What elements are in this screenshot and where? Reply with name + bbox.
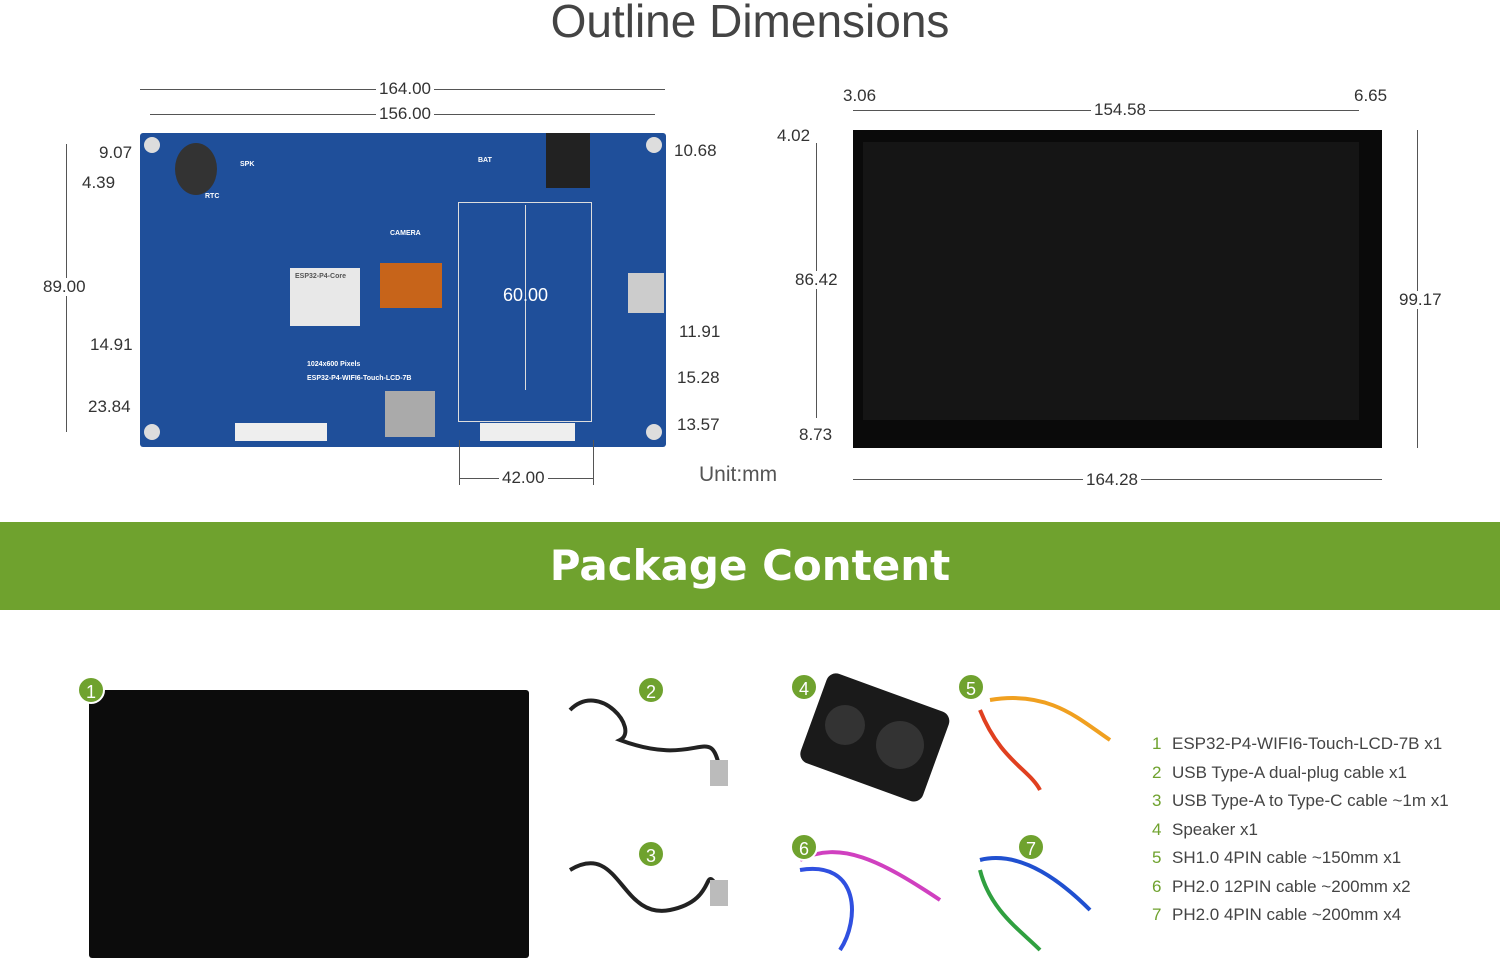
item-badge: 6 — [790, 833, 818, 861]
item-badge: 7 — [1017, 833, 1045, 861]
dim-area-w: 42.00 — [499, 469, 548, 487]
mount-hole — [646, 137, 662, 153]
dim-d2: 4.39 — [79, 174, 119, 192]
dim-d8: 13.57 — [674, 416, 723, 434]
dim-screen-left: 3.06 — [840, 87, 880, 105]
dim-d3: 14.91 — [87, 336, 136, 354]
dim-screen-total-h: 99.17 — [1396, 291, 1445, 309]
active-area — [863, 142, 1359, 420]
connector — [235, 423, 327, 441]
dimension-box — [458, 202, 592, 422]
dim-d6: 11.91 — [676, 323, 724, 341]
module-image — [290, 268, 360, 326]
dim-d4: 23.84 — [85, 398, 134, 416]
section-title: Outline Dimensions — [550, 0, 950, 47]
rtc-battery-holder — [175, 143, 217, 195]
dim-d7: 15.28 — [674, 369, 723, 387]
screen-front-image — [853, 130, 1382, 448]
dim-screen-total-w: 164.28 — [1083, 471, 1141, 489]
silk-bat: BAT — [478, 157, 492, 164]
dim-width-holes: 156.00 — [376, 105, 434, 123]
item-badge: 3 — [637, 840, 665, 868]
cables-image — [568, 673, 1112, 952]
board-image: ESP32-P4-Core 1024x600 Pixels ESP32-P4-W… — [140, 133, 666, 447]
dim-screen-bottom: 8.73 — [796, 426, 836, 444]
item-badge: 5 — [957, 673, 985, 701]
dim-screen-top-width: 154.58 — [1091, 101, 1149, 119]
silk-pixels: 1024x600 Pixels — [307, 361, 361, 368]
dim-screen-active-h: 86.42 — [792, 271, 841, 289]
dim-height: 89.00 — [40, 278, 89, 296]
sd-slot — [385, 391, 435, 437]
mount-hole — [144, 424, 160, 440]
dim-width-outer: 164.00 — [376, 80, 434, 98]
item-badge: 1 — [77, 676, 105, 704]
dim-d5: 10.68 — [671, 142, 720, 160]
dim-screen-top: 4.02 — [774, 127, 814, 145]
silk-module: ESP32-P4-Core — [295, 273, 346, 280]
mount-hole — [646, 424, 662, 440]
item-badge: 4 — [790, 673, 818, 701]
silk-rtc: RTC — [205, 193, 220, 200]
dim-screen-right: 6.65 — [1351, 87, 1391, 105]
unit-label: Unit:mm — [696, 464, 781, 485]
usb-a-port — [628, 273, 664, 313]
silk-model: ESP32-P4-WIFI6-Touch-LCD-7B — [307, 375, 412, 382]
silk-spk: SPK — [240, 161, 255, 168]
package-banner: Package Content — [0, 522, 1500, 610]
item-badge: 2 — [637, 676, 665, 704]
ribbon-cable — [380, 263, 442, 308]
wifi-chip — [546, 133, 590, 188]
item-display-image — [89, 690, 529, 958]
connector — [480, 423, 575, 441]
mount-hole — [144, 137, 160, 153]
dim-area-h: 60.00 — [503, 285, 549, 305]
silk-camera: CAMERA — [390, 230, 421, 237]
dim-d1: 9.07 — [96, 144, 136, 162]
